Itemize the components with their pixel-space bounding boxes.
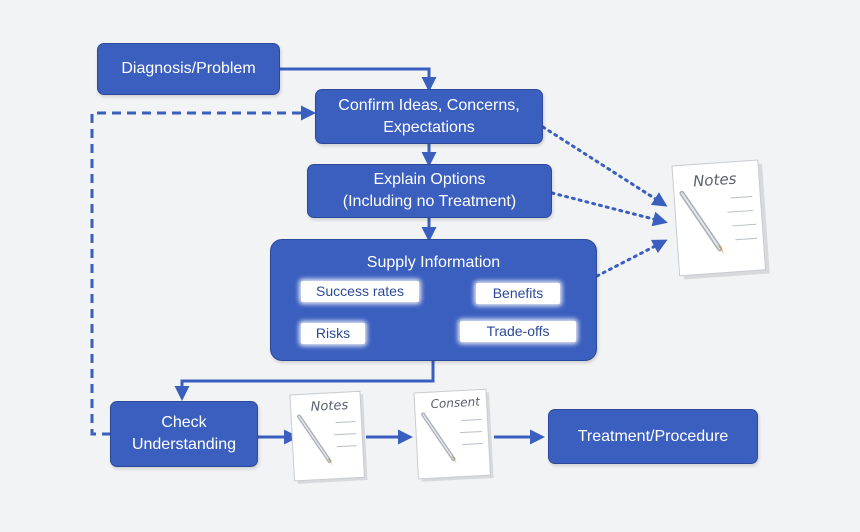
consent-label: Consent [430,395,481,412]
confirm-label-line1: Confirm Ideas, Concerns, [338,96,520,114]
notes-bottom-label: Notes [310,398,349,415]
treatment-procedure-box: Treatment/Procedure [548,409,758,464]
arrow-diagnosis-to-confirm [280,67,437,92]
notes-document-top: Notes [671,159,770,280]
chip-trade-offs: Trade-offs [460,321,576,342]
check-label-line2: Understanding [131,436,237,453]
arrow-supply-to-check [174,361,435,401]
supply-title: Supply Information [366,254,501,271]
confirm-label-line2: Expectations [383,118,475,136]
explain-options-box: Explain Options (Including no Treatment) [307,164,552,218]
chip-success-rates: Success rates [301,281,419,302]
chip-benefits: Benefits [476,283,560,304]
notes-document-bottom: Notes [289,390,368,484]
treatment-label: Treatment/Procedure [577,427,729,445]
dotted-explain-to-notes [550,191,668,227]
dotted-supply-to-notes [595,239,668,278]
diagnosis-problem-box: Diagnosis/Problem [97,43,280,95]
diagnosis-label: Diagnosis/Problem [121,60,256,77]
consent-document: Consent [413,388,494,482]
explain-label-line1: Explain Options [373,171,486,188]
notes-top-label: Notes [693,170,738,191]
confirm-ideas-box: Confirm Ideas, Concerns, Expectations [315,89,543,144]
supply-information-box: Supply Information Success rates Benefit… [270,239,597,361]
explain-label-line2: (Including no Treatment) [342,193,517,210]
check-understanding-box: Check Understanding [110,401,258,467]
arrow-feedback-dashed [90,105,316,436]
check-label-line1: Check [161,414,207,431]
dotted-confirm-to-notes [541,125,668,207]
chip-risks: Risks [301,323,365,344]
